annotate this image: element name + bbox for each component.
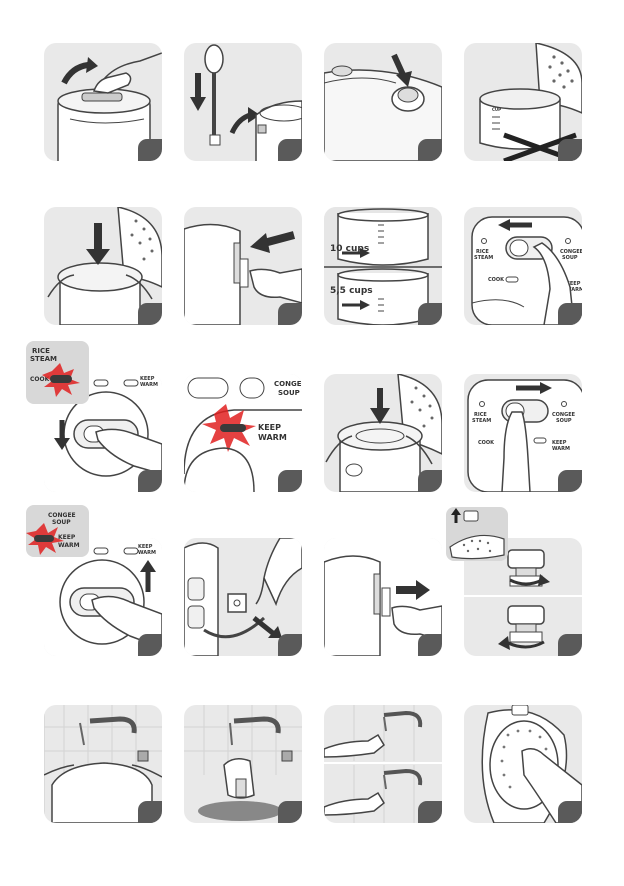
step-panel-unplug (184, 538, 302, 656)
step-panel-open-lid-check (324, 374, 442, 492)
step-panel-wash-collector (184, 705, 302, 823)
inset-lid-valve (446, 507, 508, 561)
rice-steam-label-2: STEAM (472, 418, 491, 424)
congee-soup-label-2: SOUP (278, 389, 300, 397)
step-badge (558, 634, 582, 656)
step-panel-slide-switch-right: RICE STEAM CONGEE SOUP COOK KEEP WARM (464, 374, 582, 492)
step-panel-remove-condensation-collector (324, 538, 442, 656)
step-badge (418, 634, 442, 656)
step-badge (138, 801, 162, 823)
inset-cook-indicator: RICE STEAM COOK (26, 341, 89, 404)
cup-scale-label: CUP (492, 107, 501, 112)
step-panel-no-heating-plate: CUP (464, 43, 582, 161)
inset-keep-warm-indicator: CONGEE SOUP KEEP WARM (26, 505, 89, 557)
inset-rice-steam-label: RICE (32, 347, 50, 355)
step-badge (558, 801, 582, 823)
inset-congee-soup-label: CONGEE (48, 512, 76, 519)
water-level-5-5-cups-label: 5,5 cups (330, 286, 373, 296)
step-badge (278, 139, 302, 161)
inset-keep-warm-label: KEEP (58, 534, 76, 541)
step-badge (138, 634, 162, 656)
congee-soup-label: CONGEE (274, 380, 302, 388)
inset-rice-steam-label-2: STEAM (30, 355, 57, 363)
step-panel-attach-condensation-collector (184, 207, 302, 325)
keep-warm-label-2: WARM (258, 433, 287, 442)
step-badge (138, 303, 162, 325)
keep-warm-label-2: WARM (140, 382, 158, 388)
step-panel-wash-valve (324, 705, 442, 823)
keep-warm-label-2: WARM (552, 446, 570, 452)
step-badge (418, 470, 442, 492)
step-badge (558, 470, 582, 492)
water-level-10-cups-label: 10 cups (330, 244, 369, 254)
cook-label: COOK (488, 277, 505, 283)
step-badge (558, 139, 582, 161)
congee-soup-label-2: SOUP (562, 255, 578, 261)
step-badge (418, 801, 442, 823)
step-panel-insert-bowl (44, 207, 162, 325)
step-badge (278, 634, 302, 656)
step-panel-spoon-holder (184, 43, 302, 161)
inset-congee-soup-label-2: SOUP (52, 519, 71, 526)
rice-steam-label-2: STEAM (474, 255, 493, 261)
step-badge (558, 303, 582, 325)
step-panel-open-lid (44, 43, 162, 161)
step-badge (278, 303, 302, 325)
step-badge (138, 139, 162, 161)
step-panel-wash-bowl (44, 705, 162, 823)
step-panel-wipe-lid (464, 705, 582, 823)
step-panel-keep-warm-light: CONGEE SOUP KEEP WARM (184, 374, 302, 492)
step-badge (278, 801, 302, 823)
step-panel-water-levels: 10 cups 5,5 cups (324, 207, 442, 325)
step-badge (418, 303, 442, 325)
step-panel-press-valve (324, 43, 442, 161)
keep-warm-label-2: WARM (138, 550, 156, 556)
step-panel-slide-switch: RICE STEAM CONGEE SOUP COOK KEEP WARM (464, 207, 582, 325)
keep-warm-label: KEEP (258, 423, 281, 432)
step-badge (278, 470, 302, 492)
cook-label: COOK (478, 440, 495, 446)
inset-keep-warm-label-2: WARM (58, 542, 80, 549)
step-badge (418, 139, 442, 161)
congee-soup-label-2: SOUP (556, 418, 572, 424)
step-badge (138, 470, 162, 492)
